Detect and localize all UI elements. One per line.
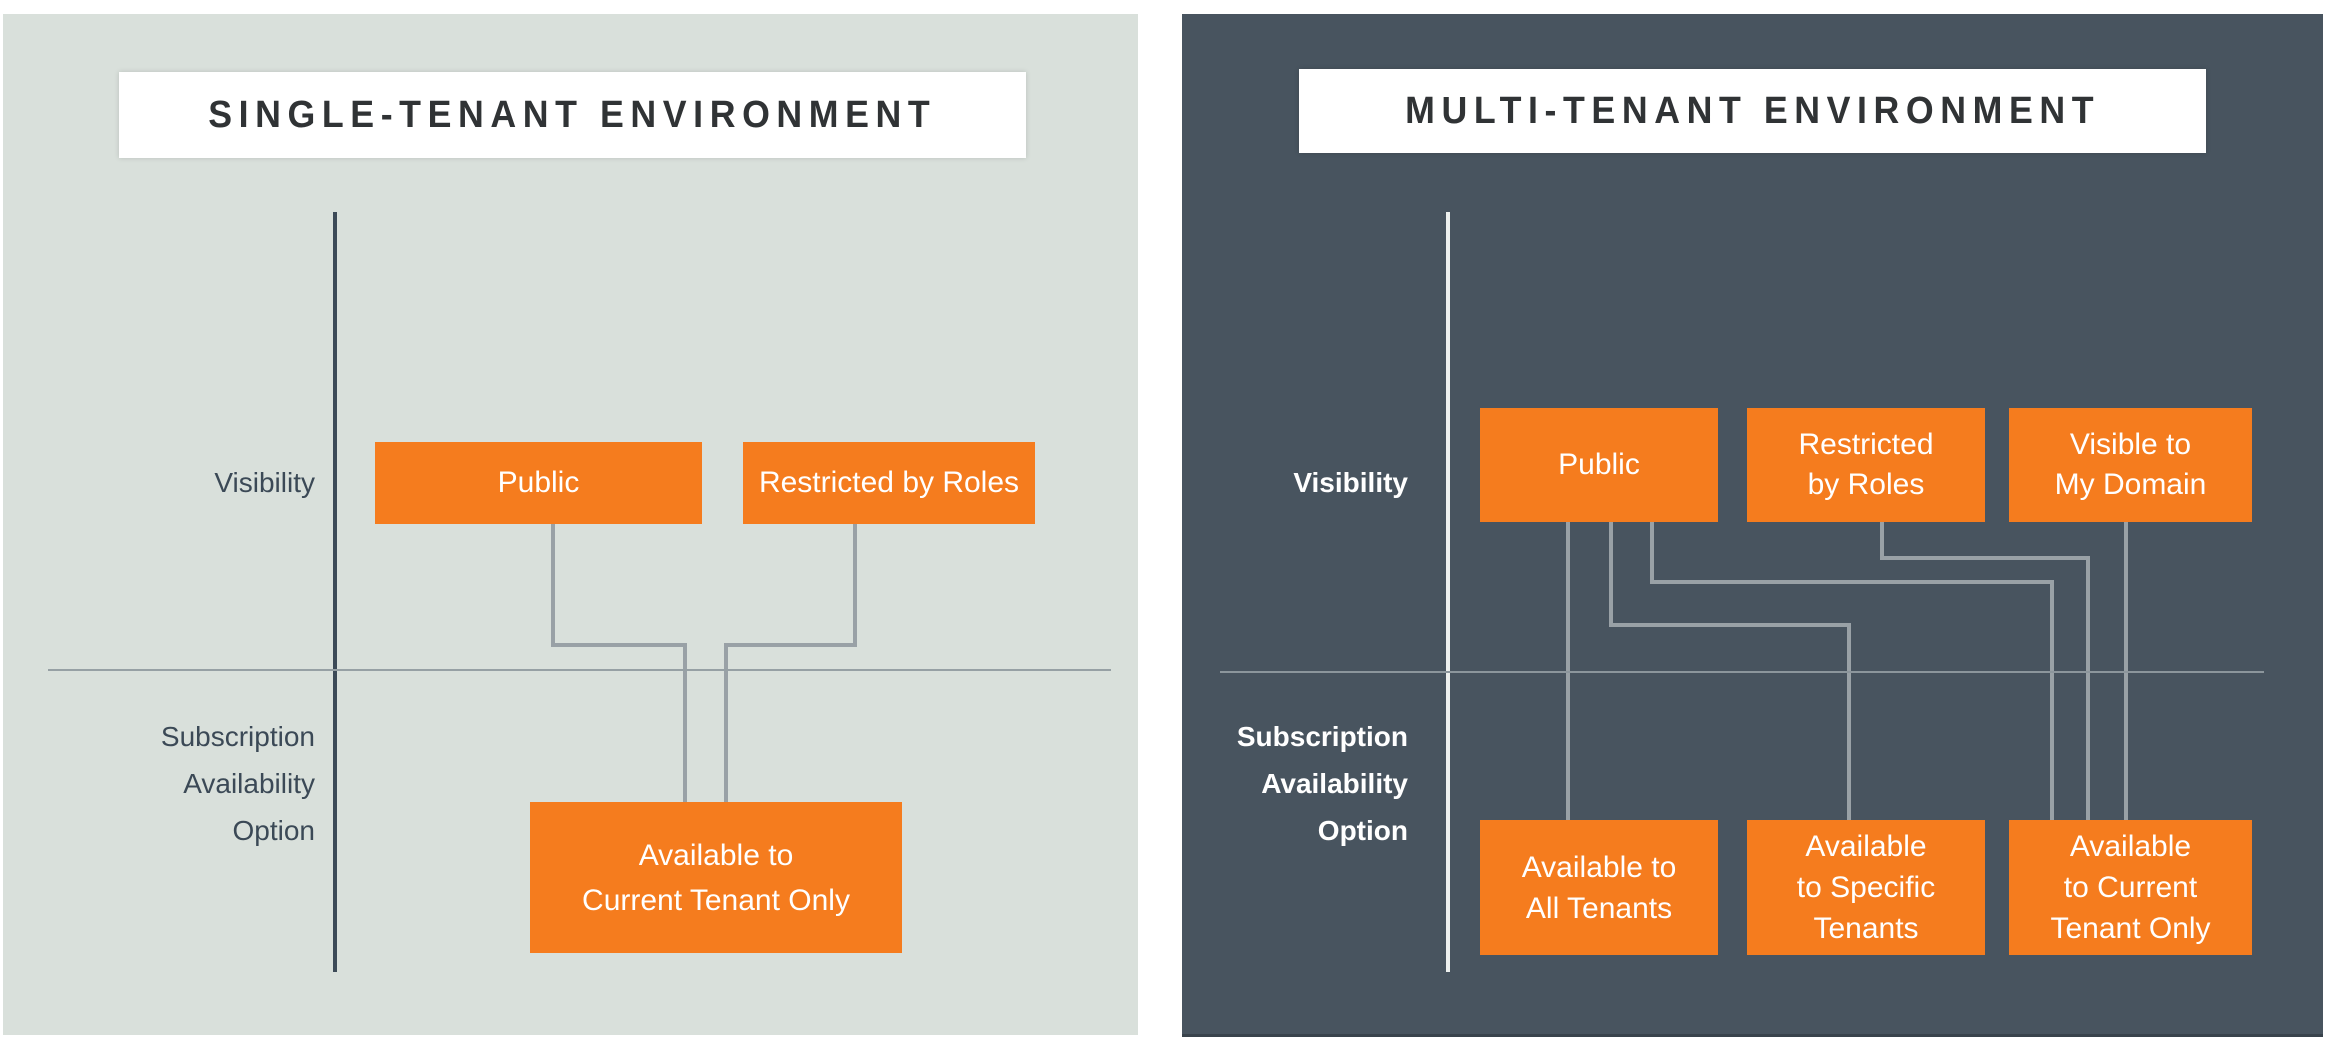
- subscription-box-available-current-tenant: Available to Current Tenant Only: [530, 802, 902, 953]
- visibility-box-public: Public: [375, 442, 702, 524]
- connector-line-segment: [1609, 623, 1851, 627]
- box-label: Public: [1558, 448, 1640, 481]
- category-divider-line: [48, 669, 1111, 671]
- visibility-box-restricted-by-roles: Restricted by Roles: [1747, 408, 1985, 522]
- multi-tenant-panel: MULTI-TENANT ENVIRONMENT Visibility Subs…: [1182, 14, 2323, 1037]
- single-tenant-panel: SINGLE-TENANT ENVIRONMENT Visibility Sub…: [3, 14, 1138, 1035]
- subscription-box-available-specific-tenants: Available to Specific Tenants: [1747, 820, 1985, 955]
- subscription-box-available-current-tenant: Available to Current Tenant Only: [2009, 820, 2252, 955]
- connector-line-segment: [724, 643, 857, 647]
- connector-line-segment: [853, 524, 857, 647]
- category-divider-line: [1220, 671, 2264, 673]
- connector-line-segment: [724, 643, 728, 802]
- connector-line-segment: [1650, 522, 1654, 584]
- box-label: Available to Current Tenant Only: [582, 838, 850, 917]
- subscription-box-available-all-tenants: Available to All Tenants: [1480, 820, 1718, 955]
- visibility-box-visible-to-my-domain: Visible to My Domain: [2009, 408, 2252, 522]
- connector-line-segment: [2050, 580, 2054, 820]
- multi-tenant-title-box: MULTI-TENANT ENVIRONMENT: [1299, 69, 2206, 153]
- box-label: Restricted by Roles: [1798, 428, 1934, 501]
- connector-line-segment: [1880, 556, 2090, 560]
- box-label: Available to Current Tenant Only: [2050, 830, 2211, 945]
- single-tenant-title: SINGLE-TENANT ENVIRONMENT: [208, 93, 937, 136]
- connector-line-segment: [1847, 623, 1851, 820]
- vertical-axis-line: [1446, 212, 1450, 972]
- connector-line-segment: [1650, 580, 2054, 584]
- visibility-box-public: Public: [1480, 408, 1718, 522]
- multi-tenant-title: MULTI-TENANT ENVIRONMENT: [1404, 89, 2100, 132]
- visibility-box-restricted-by-roles: Restricted by Roles: [743, 442, 1035, 524]
- subscription-availability-option-label: Subscription Availability Option: [160, 721, 315, 846]
- connector-line-segment: [551, 643, 687, 647]
- box-label: Public: [497, 466, 580, 499]
- box-label: Restricted by Roles: [758, 466, 1020, 499]
- visibility-label: Visibility: [1293, 467, 1408, 498]
- connector-line-segment: [1609, 522, 1613, 627]
- box-label: Visible to My Domain: [2054, 428, 2207, 501]
- connector-line-segment: [2086, 556, 2090, 820]
- vertical-axis-line: [333, 212, 337, 972]
- connector-line-segment: [551, 524, 555, 647]
- single-tenant-title-box: SINGLE-TENANT ENVIRONMENT: [119, 72, 1026, 158]
- visibility-label: Visibility: [214, 467, 315, 498]
- box-label: Available to Specific Tenants: [1796, 830, 1936, 945]
- box-label: Available to All Tenants: [1521, 850, 1677, 925]
- connector-line-segment: [1880, 522, 1884, 560]
- subscription-availability-option-label: Subscription Availability Option: [1236, 721, 1408, 846]
- connector-line-segment: [683, 643, 687, 802]
